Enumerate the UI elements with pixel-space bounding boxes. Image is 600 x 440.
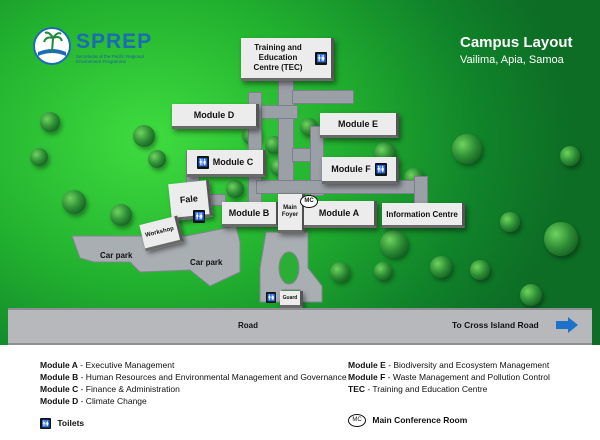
conference-marker: MC (348, 414, 366, 427)
legend-conference-room-label: Main Conference Room (372, 414, 468, 425)
building-fale[interactable]: Fale (168, 179, 213, 222)
building-module-e-label: Module E (338, 119, 378, 129)
legend-toilets-label: Toilets (57, 418, 85, 428)
legend-desc: - Human Resources and Environmental Mana… (78, 372, 347, 382)
sprep-emblem-icon (33, 27, 71, 65)
conference-marker: MC (300, 195, 318, 208)
tree (226, 180, 244, 198)
building-module-c[interactable]: 🚻 Module C (187, 150, 266, 177)
legend-item: Module F - Waste Management and Pollutio… (348, 372, 550, 382)
campus-map: Car park Car park Training and Education… (0, 0, 600, 345)
tree (520, 284, 542, 306)
tree (452, 134, 482, 164)
map-title: Campus Layout (460, 34, 573, 51)
tree (110, 204, 132, 226)
tree (560, 146, 580, 166)
toilet-icon: 🚻 (40, 418, 51, 430)
tree (430, 256, 452, 278)
toilet-icon: 🚻 (196, 155, 209, 169)
car-park-label-2: Car park (190, 258, 223, 267)
car-park-label-1: Car park (100, 251, 133, 260)
building-module-f-label: Module F (331, 164, 371, 174)
car-park-left (71, 225, 241, 287)
legend-item: Module D - Climate Change (40, 396, 147, 406)
legend-key: Module D (40, 396, 79, 406)
legend-item: Module B - Human Resources and Environme… (40, 372, 347, 382)
building-information-centre[interactable]: Information Centre (382, 203, 465, 228)
building-tec-label: Training and Education Centre (TEC) (253, 43, 303, 72)
building-module-e[interactable]: Module E (320, 113, 399, 138)
legend-key: Module F (348, 372, 386, 382)
toilet-icon: 🚻 (374, 162, 387, 176)
building-guard-label: Guard (282, 295, 298, 301)
building-module-c-label: Module C (212, 157, 254, 167)
legend-desc: - Finance & Administration (78, 384, 180, 394)
building-module-a[interactable]: MC Module A (300, 195, 377, 228)
road: Road To Cross Island Road (8, 308, 592, 345)
arrow-right-icon (556, 317, 578, 333)
building-main-foyer-label: Main Foyer (281, 205, 299, 218)
building-module-b-label: Module B (228, 208, 270, 218)
tree (330, 262, 350, 282)
roundabout (278, 251, 300, 285)
tree (133, 125, 155, 147)
building-fale-label: Fale (179, 193, 199, 206)
legend-item: Module E - Biodiversity and Ecosystem Ma… (348, 360, 549, 370)
legend-key: Module A (40, 360, 78, 370)
toilet-icon: 🚻 (315, 51, 327, 65)
legend-key: TEC (348, 384, 365, 394)
legend-conference-room: MC Main Conference Room (348, 414, 467, 427)
sprep-logo-tagline: Secretariat of the Pacific Regional Envi… (76, 54, 144, 64)
walkway (292, 90, 354, 104)
building-module-f[interactable]: Module F 🚻 (322, 157, 399, 184)
sprep-logo: SPREP Secretariat of the Pacific Regiona… (32, 26, 172, 70)
tree (500, 212, 520, 232)
building-guard[interactable]: Guard (280, 291, 303, 308)
road-direction-label: To Cross Island Road (452, 320, 539, 330)
legend-item: Module A - Executive Management (40, 360, 174, 370)
tree (40, 112, 60, 132)
tree (470, 260, 490, 280)
legend-key: Module C (40, 384, 79, 394)
legend-desc: - Waste Management and Pollution Control (385, 372, 550, 382)
tree (30, 148, 48, 166)
legend-item: TEC - Training and Education Centre (348, 384, 487, 394)
tree (544, 222, 578, 256)
building-tec[interactable]: Training and Education Centre (TEC) 🚻 (241, 38, 334, 81)
legend-desc: - Executive Management (77, 360, 175, 370)
sprep-logo-name: SPREP (76, 30, 153, 53)
building-module-d[interactable]: Module D (172, 104, 259, 129)
legend-key: Module B (40, 372, 79, 382)
tree (148, 150, 166, 168)
building-workshop-label: Workshop (144, 225, 175, 239)
map-subtitle: Vailima, Apia, Samoa (460, 54, 564, 66)
legend-desc: - Climate Change (78, 396, 147, 406)
tree (380, 230, 408, 258)
toilet-icon: 🚻 (266, 292, 276, 303)
toilet-icon: 🚻 (193, 210, 205, 223)
building-module-b[interactable]: Module B (222, 202, 279, 227)
tree (62, 190, 86, 214)
road-label: Road (238, 321, 258, 330)
legend-item: Module C - Finance & Administration (40, 384, 180, 394)
legend-desc: - Biodiversity and Ecosystem Management (385, 360, 550, 370)
legend-toilets: 🚻 Toilets (40, 418, 85, 430)
legend-desc: - Training and Education Centre (365, 384, 488, 394)
tree (374, 262, 392, 280)
car-park-area (71, 225, 323, 303)
building-module-d-label: Module D (193, 110, 235, 120)
building-information-centre-label: Information Centre (386, 209, 458, 219)
legend-key: Module E (348, 360, 386, 370)
building-module-a-label: Module A (318, 208, 360, 218)
